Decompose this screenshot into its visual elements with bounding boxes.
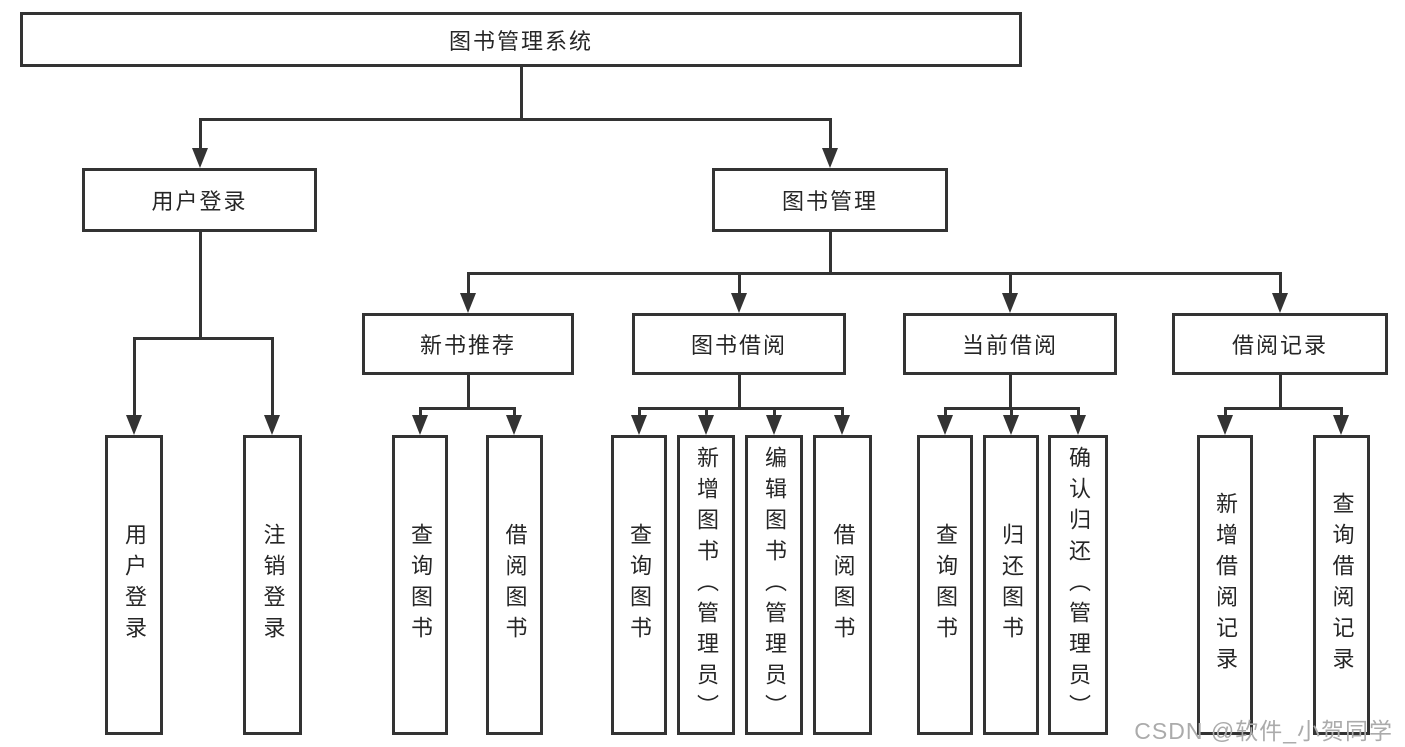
leaf-return-books: 归还图书	[983, 435, 1039, 735]
connector-user-login-branch	[133, 337, 274, 340]
connector-to-leaf	[133, 337, 136, 425]
connector-book-management-trunk	[829, 232, 832, 275]
csdn-watermark: CSDN @软件_小贺同学	[1134, 718, 1393, 744]
leaf-logout-label: 注销登录	[260, 523, 286, 647]
leaf-query-borrow-record: 查询借阅记录	[1313, 435, 1370, 735]
leaf-logout: 注销登录	[243, 435, 302, 735]
leaf-borrow-books: 借阅图书	[813, 435, 872, 735]
connector-borrow-records-branch	[1224, 407, 1342, 410]
connector-current-borrow-trunk	[1009, 375, 1012, 410]
connector-to-book-borrow	[738, 272, 741, 298]
connector-to-book-management	[829, 118, 832, 152]
node-book-management: 图书管理	[712, 168, 948, 232]
connector-to-leaf	[419, 407, 422, 419]
connector-to-leaf	[944, 407, 947, 419]
leaf-borrow-books-recommend: 借阅图书	[486, 435, 543, 735]
connector-to-leaf	[1340, 407, 1343, 419]
leaf-query-books-current: 查询图书	[917, 435, 973, 735]
connector-to-leaf	[705, 407, 708, 419]
leaf-user-login-label: 用户登录	[122, 523, 147, 647]
node-new-book-recommend-label: 新书推荐	[419, 333, 516, 358]
node-borrow-records: 借阅记录	[1172, 313, 1388, 375]
connector-book-borrow-branch	[638, 407, 843, 410]
connector-to-leaf	[638, 407, 641, 419]
leaf-query-books-current-label: 查询图书	[933, 523, 958, 647]
arrow-down-icon	[1333, 415, 1349, 435]
node-book-borrow: 图书借阅	[632, 313, 846, 375]
arrow-down-icon	[460, 293, 476, 313]
leaf-confirm-return-admin: 确认归还（管理员）	[1048, 435, 1108, 735]
arrow-down-icon	[1002, 293, 1018, 313]
connector-to-leaf	[271, 337, 274, 425]
leaf-edit-books-admin: 编辑图书（管理员）	[745, 435, 803, 735]
leaf-add-books-admin: 新增图书（管理员）	[677, 435, 735, 735]
arrow-down-icon	[937, 415, 953, 435]
arrow-down-icon	[631, 415, 647, 435]
connector-root-branch	[199, 118, 832, 121]
leaf-borrow-books-recommend-label: 借阅图书	[502, 523, 528, 647]
connector-to-leaf	[773, 407, 776, 419]
node-borrow-records-label: 借阅记录	[1231, 333, 1328, 358]
arrow-down-icon	[698, 415, 714, 435]
leaf-query-books-recommend-label: 查询图书	[408, 523, 433, 647]
arrow-down-icon	[126, 415, 142, 435]
connector-root-trunk	[520, 67, 523, 120]
connector-borrow-records-trunk	[1279, 375, 1282, 410]
arrow-down-icon	[1217, 415, 1233, 435]
leaf-query-books-borrow: 查询图书	[611, 435, 667, 735]
leaf-user-login: 用户登录	[105, 435, 163, 735]
node-root: 图书管理系统	[20, 12, 1022, 67]
arrow-down-icon	[731, 293, 747, 313]
arrow-down-icon	[192, 148, 208, 168]
connector-to-leaf	[841, 407, 844, 419]
leaf-return-books-label: 归还图书	[999, 523, 1024, 647]
connector-to-user-login	[199, 118, 202, 152]
leaf-add-books-admin-label: 新增图书（管理员）	[694, 445, 719, 725]
node-book-borrow-label: 图书借阅	[690, 333, 787, 358]
connector-to-current-borrow	[1009, 272, 1012, 298]
leaf-add-borrow-record: 新增借阅记录	[1197, 435, 1253, 735]
leaf-add-borrow-record-label: 新增借阅记录	[1213, 492, 1238, 678]
arrow-down-icon	[264, 415, 280, 435]
arrow-down-icon	[766, 415, 782, 435]
arrow-down-icon	[506, 415, 522, 435]
arrow-down-icon	[822, 148, 838, 168]
arrow-down-icon	[1003, 415, 1019, 435]
node-book-management-label: 图书管理	[781, 189, 878, 214]
leaf-edit-books-admin-label: 编辑图书（管理员）	[762, 445, 787, 725]
leaf-confirm-return-admin-label: 确认归还（管理员）	[1066, 445, 1091, 725]
node-current-borrow-label: 当前借阅	[961, 333, 1058, 358]
arrow-down-icon	[834, 415, 850, 435]
connector-to-leaf	[1010, 407, 1013, 419]
arrow-down-icon	[412, 415, 428, 435]
leaf-query-borrow-record-label: 查询借阅记录	[1329, 492, 1355, 678]
connector-to-new-book-recommend	[467, 272, 470, 298]
arrow-down-icon	[1070, 415, 1086, 435]
connector-book-borrow-trunk	[738, 375, 741, 410]
leaf-query-books-borrow-label: 查询图书	[627, 523, 652, 647]
connector-new-book-recommend-branch	[419, 407, 516, 410]
connector-book-management-branch	[467, 272, 1282, 275]
connector-new-book-recommend-trunk	[467, 375, 470, 410]
arrow-down-icon	[1272, 293, 1288, 313]
connector-user-login-trunk	[199, 232, 202, 340]
leaf-borrow-books-label: 借阅图书	[830, 523, 856, 647]
node-user-login: 用户登录	[82, 168, 317, 232]
connector-to-leaf	[1077, 407, 1080, 419]
node-user-login-label: 用户登录	[151, 189, 248, 214]
leaf-query-books-recommend: 查询图书	[392, 435, 448, 735]
connector-to-leaf	[513, 407, 516, 419]
node-root-label: 图书管理系统	[448, 28, 593, 54]
node-new-book-recommend: 新书推荐	[362, 313, 574, 375]
connector-to-borrow-records	[1279, 272, 1282, 298]
connector-to-leaf	[1224, 407, 1227, 419]
node-current-borrow: 当前借阅	[903, 313, 1117, 375]
